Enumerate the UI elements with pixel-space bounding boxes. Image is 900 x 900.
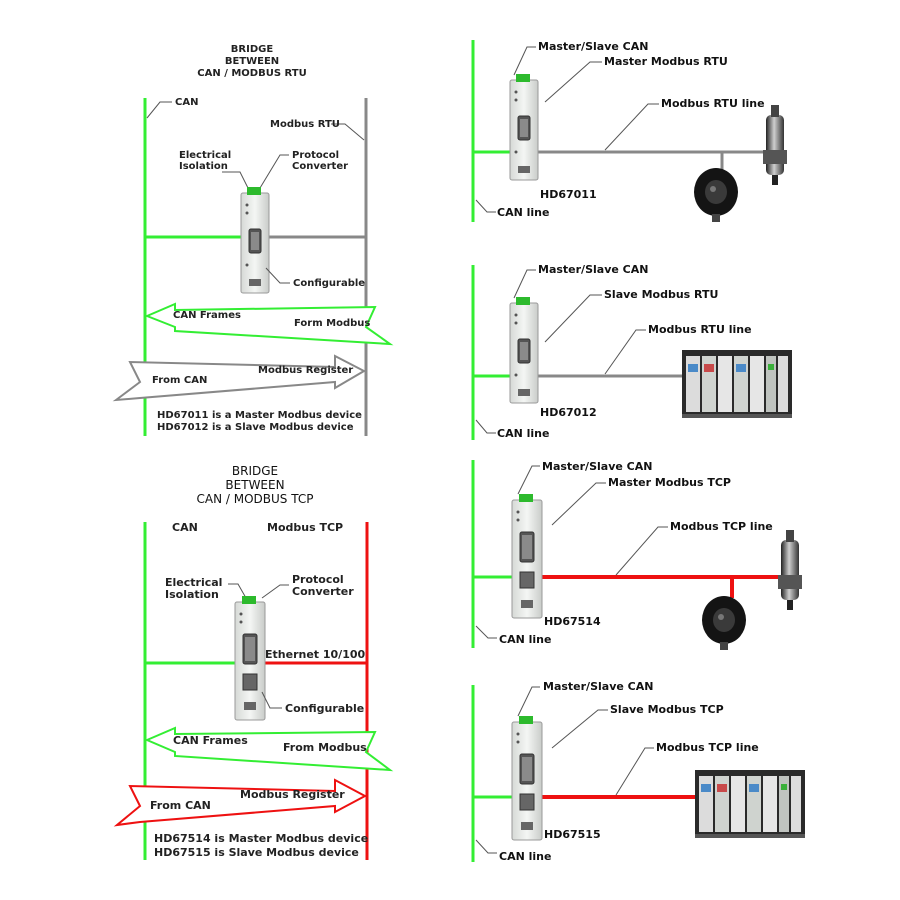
panel3-line-label: Modbus TCP line xyxy=(670,520,773,533)
panel2-model: HD67012 xyxy=(540,406,597,419)
probe-sensor-icon xyxy=(763,105,787,185)
panel4-model: HD67515 xyxy=(544,828,601,841)
panel-hd67012: Master/Slave CAN Slave Modbus RTU Modbus… xyxy=(471,263,792,440)
rtu-arrow-right-text-a: From CAN xyxy=(152,375,207,386)
panel1-can-line: CAN line xyxy=(497,206,549,219)
rtu-note-1: HD67011 is a Master Modbus device xyxy=(157,410,362,421)
panel4-top-label: Master/Slave CAN xyxy=(543,680,653,693)
rtu-isolation-label-1: Electrical xyxy=(179,150,231,161)
rtu-arrow-left-text-a: CAN Frames xyxy=(173,310,241,321)
panel3-role-label: Master Modbus TCP xyxy=(608,476,731,489)
panel3-can-line: CAN line xyxy=(499,633,551,646)
rtu-isolation-label-2: Isolation xyxy=(179,161,228,172)
rtu-arrow-can-frames xyxy=(144,302,394,346)
tcp-configurable-label: Configurable xyxy=(285,702,364,715)
tcp-arrow-can-frames xyxy=(144,726,394,772)
rtu-modbus-label: Modbus RTU xyxy=(270,119,340,130)
panel-hd67515: Master/Slave CAN Slave Modbus TCP Modbus… xyxy=(471,680,805,863)
tcp-bridge-device xyxy=(234,595,266,721)
panel4-can-line: CAN line xyxy=(499,850,551,863)
rtu-title-line3: CAN / MODBUS RTU xyxy=(197,68,306,79)
panel3-top-label: Master/Slave CAN xyxy=(542,460,652,473)
panel1-line-label: Modbus RTU line xyxy=(661,97,765,110)
probe-sensor-icon xyxy=(778,530,802,610)
rtu-bridge-section: BRIDGE BETWEEN CAN / MODBUS RTU CAN Modb… xyxy=(112,44,394,436)
tcp-arrow-right-text-a: From CAN xyxy=(150,799,211,812)
rtu-arrow-right-text-b: Modbus Register xyxy=(258,365,353,376)
rtu-configurable-label: Configurable xyxy=(293,278,365,289)
tcp-title-line1: BRIDGE xyxy=(232,464,278,478)
rtu-title-line1: BRIDGE xyxy=(231,44,274,55)
tcp-title-line3: CAN / MODBUS TCP xyxy=(197,492,314,506)
panel4-line-label: Modbus TCP line xyxy=(656,741,759,754)
tcp-isolation-label-1: Electrical xyxy=(165,576,222,589)
rtu-title-line2: BETWEEN xyxy=(225,56,279,67)
tcp-isolation-label-2: Isolation xyxy=(165,588,219,601)
hd67514-device xyxy=(511,493,543,619)
plc-rack-icon xyxy=(695,770,805,838)
hd67515-device xyxy=(511,715,543,841)
panel2-line-label: Modbus RTU line xyxy=(648,323,752,336)
panel4-role-label: Slave Modbus TCP xyxy=(610,703,724,716)
rtu-note-2: HD67012 is a Slave Modbus device xyxy=(157,422,354,433)
panel-hd67011: Master/Slave CAN Master Modbus RTU Modbu… xyxy=(471,40,787,222)
panel2-can-line: CAN line xyxy=(497,427,549,440)
tcp-modbus-label: Modbus TCP xyxy=(267,521,343,534)
plc-rack-icon xyxy=(682,350,792,418)
tcp-converter-label-1: Protocol xyxy=(292,573,344,586)
rtu-converter-label-1: Protocol xyxy=(292,150,339,161)
hd67012-device xyxy=(509,296,539,404)
rtu-can-label: CAN xyxy=(175,97,198,108)
hd67011-device xyxy=(509,73,539,181)
tcp-note-1: HD67514 is Master Modbus device xyxy=(154,832,368,845)
panel-hd67514: Master/Slave CAN Master Modbus TCP Modbu… xyxy=(471,460,802,650)
tcp-arrow-modbus-register xyxy=(113,778,368,827)
tcp-ethernet-label: Ethernet 10/100 xyxy=(265,648,366,661)
tcp-note-2: HD67515 is Slave Modbus device xyxy=(154,846,359,859)
panel3-model: HD67514 xyxy=(544,615,601,628)
panel2-top-label: Master/Slave CAN xyxy=(538,263,648,276)
rtu-bridge-device xyxy=(240,186,270,294)
rtu-converter-label-2: Converter xyxy=(292,161,348,172)
tcp-arrow-right-text-b: Modbus Register xyxy=(240,788,345,801)
encoder-icon xyxy=(702,596,746,650)
panel2-role-label: Slave Modbus RTU xyxy=(604,288,718,301)
rtu-arrow-left-text-b: Form Modbus xyxy=(294,318,370,329)
tcp-can-label: CAN xyxy=(172,521,198,534)
tcp-arrow-left-text-b: From Modbus xyxy=(283,741,367,754)
encoder-icon xyxy=(694,168,738,222)
tcp-converter-label-2: Converter xyxy=(292,585,354,598)
tcp-arrow-left-text-a: CAN Frames xyxy=(173,734,248,747)
panel1-role-label: Master Modbus RTU xyxy=(604,55,728,68)
panel1-model: HD67011 xyxy=(540,188,597,201)
rtu-arrow-modbus-register xyxy=(112,354,367,402)
tcp-bridge-section: BRIDGE BETWEEN CAN / MODBUS TCP CAN Modb… xyxy=(113,464,394,860)
panel1-top-label: Master/Slave CAN xyxy=(538,40,648,53)
tcp-title-line2: BETWEEN xyxy=(225,478,284,492)
